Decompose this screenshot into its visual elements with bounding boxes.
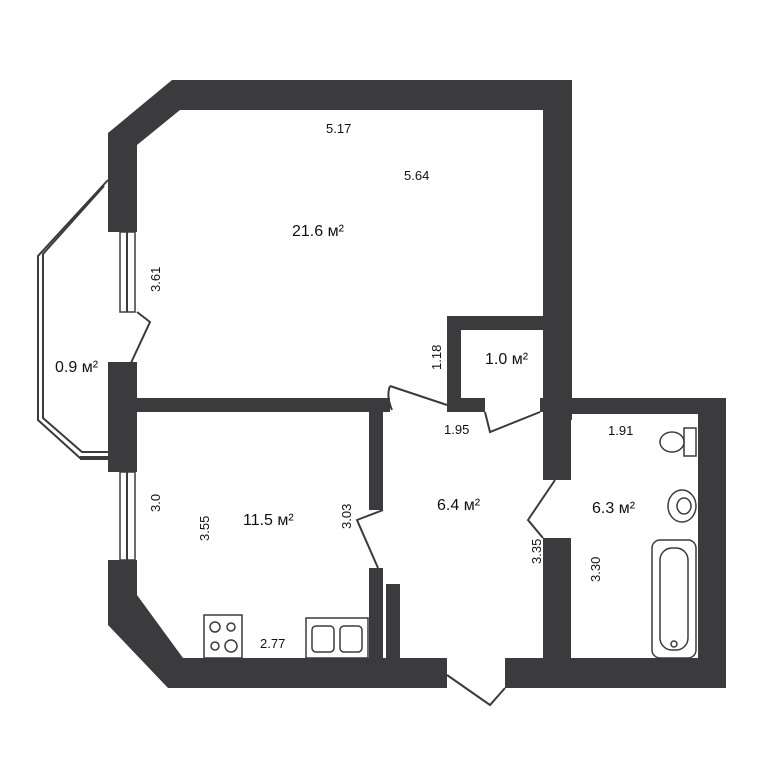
- bathroom-dim-left: 3.30: [588, 557, 603, 582]
- bathroom-top-wall: [543, 398, 726, 414]
- closet-dim-height: 1.18: [429, 345, 444, 370]
- hallway-area: 6.4 м²: [437, 497, 481, 514]
- bathroom-area: 6.3 м²: [592, 500, 636, 517]
- bathtub-icon: [651, 539, 697, 659]
- kitchen-area: 11.5 м²: [243, 512, 294, 529]
- labels: 5.17 5.64 21.6 м² 3.61 0.9 м² 1.18 1.0 м…: [55, 121, 636, 651]
- bottom-right-wall: [505, 658, 726, 688]
- hallway-dim-right: 3.35: [529, 539, 544, 564]
- bathroom-door: [526, 479, 556, 539]
- main-room-dim-top: 5.17: [326, 121, 351, 136]
- closet-door: [484, 411, 541, 434]
- kitchen-dim-bottom: 2.77: [260, 636, 285, 651]
- doors: [129, 311, 556, 707]
- main-room-door: [389, 385, 448, 406]
- closet-dim-width: 1.95: [444, 422, 469, 437]
- washbasin-icon: [667, 489, 697, 523]
- kitchen-lower-wall: [108, 560, 447, 688]
- sink-icon: [305, 617, 369, 659]
- kitchen-dim-left: 3.0: [148, 494, 163, 512]
- hall-niche-wall: [386, 584, 400, 658]
- bathroom-dim-top: 1.91: [608, 423, 633, 438]
- closet-left-wall: [447, 316, 461, 410]
- bathroom-fixtures: [651, 427, 697, 659]
- closet-area: 1.0 м²: [485, 351, 529, 368]
- toilet-icon: [659, 427, 697, 457]
- balcony-bay: [37, 179, 109, 460]
- hall-bath-partition-lower: [543, 538, 571, 660]
- balcony-door: [129, 311, 152, 366]
- balcony-area: 0.9 м²: [55, 359, 99, 376]
- kitchen-door: [355, 509, 384, 569]
- main-room-area: 21.6 м²: [292, 223, 345, 240]
- closet-top-wall: [447, 316, 557, 330]
- entrance-door: [446, 674, 506, 707]
- closet-bottom-wall: [447, 398, 485, 412]
- windows: [119, 231, 136, 561]
- kitchen-dim-inner: 3.55: [197, 516, 212, 541]
- main-room-dim-side: 3.61: [148, 267, 163, 292]
- stove-icon: [203, 614, 243, 659]
- left-wall-segment: [108, 362, 137, 472]
- bathroom-right-wall: [698, 398, 726, 688]
- kitchen-fixtures: [203, 614, 369, 659]
- main-room-right-wall: [543, 80, 572, 420]
- kitchen-dim-right: 3.03: [339, 504, 354, 529]
- main-kitchen-partition: [108, 398, 390, 412]
- kitchen-hall-partition-lower: [369, 568, 383, 658]
- kitchen-hall-partition: [369, 398, 383, 510]
- main-room-dim-inner: 5.64: [404, 168, 429, 183]
- main-room-top-wall: [108, 80, 572, 232]
- walls: [108, 80, 726, 688]
